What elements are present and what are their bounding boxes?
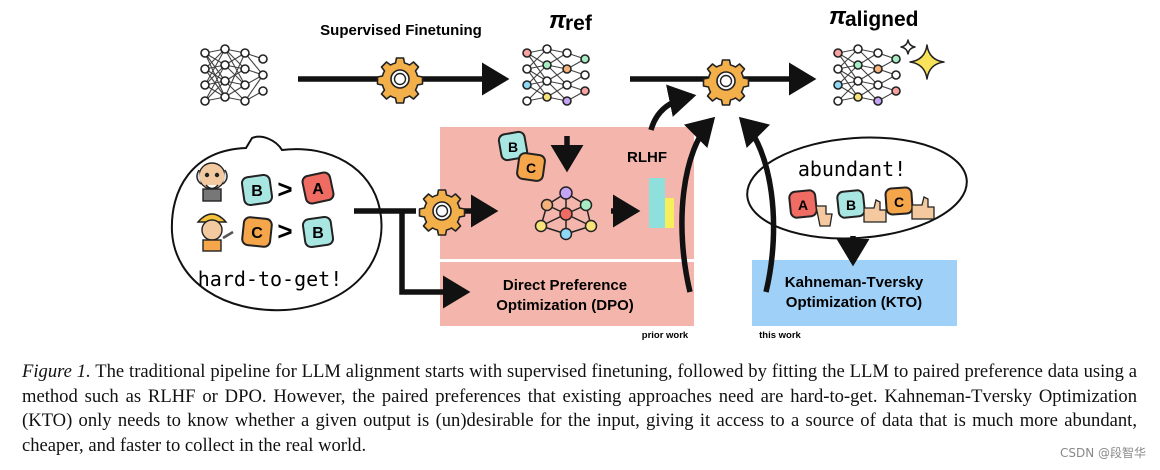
rlhf-pair-tile: B C — [497, 130, 546, 182]
kto-panel — [752, 260, 957, 326]
alignment-gear-icon — [702, 59, 750, 106]
pair1-greater-than: > — [277, 174, 292, 204]
preference-tile: C — [241, 216, 273, 248]
preference-tile: B — [301, 215, 335, 249]
sft-gear-icon — [376, 57, 424, 104]
pi-ref-subscript: ref — [565, 12, 593, 35]
kto-feedback-tile: A B C — [788, 186, 914, 219]
rlhf-label: RLHF — [627, 149, 667, 166]
hard-to-get-label: hard-to-get! — [198, 267, 343, 291]
base-model-network-icon — [200, 44, 268, 106]
caption-text: The traditional pipeline for LLM alignme… — [22, 361, 1137, 456]
dpo-label-line2: Optimization (DPO) — [496, 297, 634, 314]
figure-caption: Figure 1. The traditional pipeline for L… — [22, 360, 1137, 458]
kto-tile-3-label: C — [894, 194, 904, 210]
preference-tile: A — [301, 171, 335, 205]
worker-icon — [196, 213, 234, 252]
abundant-label: abundant! — [798, 157, 906, 181]
pi-ref-symbol: π — [549, 7, 567, 34]
rlhf-curve-arrow — [648, 84, 697, 131]
dpo-label-line1: Direct Preference — [503, 277, 627, 294]
sparkle-icon — [900, 39, 945, 80]
dpo-curve-arrow — [679, 116, 716, 293]
to-dpo-arrow — [399, 211, 471, 309]
rlhf-bar-yellow — [665, 198, 674, 228]
thumbs-up-icon — [863, 196, 935, 223]
kto-label-line2: Optimization (KTO) — [786, 294, 922, 311]
abundant-bubble — [746, 136, 968, 240]
kto-tile-1-label: A — [798, 197, 808, 213]
pair2-right-label: B — [312, 225, 324, 242]
reward-model-icon — [534, 186, 598, 241]
dpo-panel — [440, 262, 694, 326]
rlhf-bottom-tile-label: C — [526, 160, 536, 176]
professor-icon — [196, 162, 228, 202]
pair2-greater-than: > — [277, 216, 292, 246]
figure-canvas: B > A C > B hard-to-get! B C RLHF — [170, 3, 968, 341]
this-work-label: this work — [759, 330, 801, 341]
alignment-pipeline-figure: B > A C > B hard-to-get! B C RLHF — [170, 3, 968, 341]
reference-model-network-icon — [522, 44, 590, 106]
kto-label-line1: Kahneman-Tversky — [785, 274, 924, 291]
pair1-right-label: A — [312, 181, 324, 198]
preference-tile: B — [240, 173, 274, 207]
pair2-left-label: C — [251, 225, 263, 242]
rlhf-gear-icon — [418, 189, 466, 236]
watermark: CSDN @段智华 — [1059, 446, 1146, 460]
rlhf-bar-teal — [649, 178, 665, 228]
rlhf-top-tile-label: B — [508, 139, 518, 155]
caption-figure-label: Figure 1. — [22, 361, 91, 382]
pair1-left-label: B — [251, 183, 263, 200]
prior-work-label: prior work — [642, 330, 689, 341]
aligned-model-network-icon — [833, 44, 901, 106]
pi-aligned-symbol: π — [829, 3, 847, 30]
kto-curve-arrow — [738, 116, 777, 293]
supervised-finetuning-label: Supervised Finetuning — [320, 22, 482, 39]
pi-aligned-subscript: aligned — [845, 8, 919, 31]
thumbs-down-icon — [815, 205, 833, 227]
hard-to-get-bubble — [170, 135, 383, 312]
kto-tile-2-label: B — [846, 197, 856, 213]
